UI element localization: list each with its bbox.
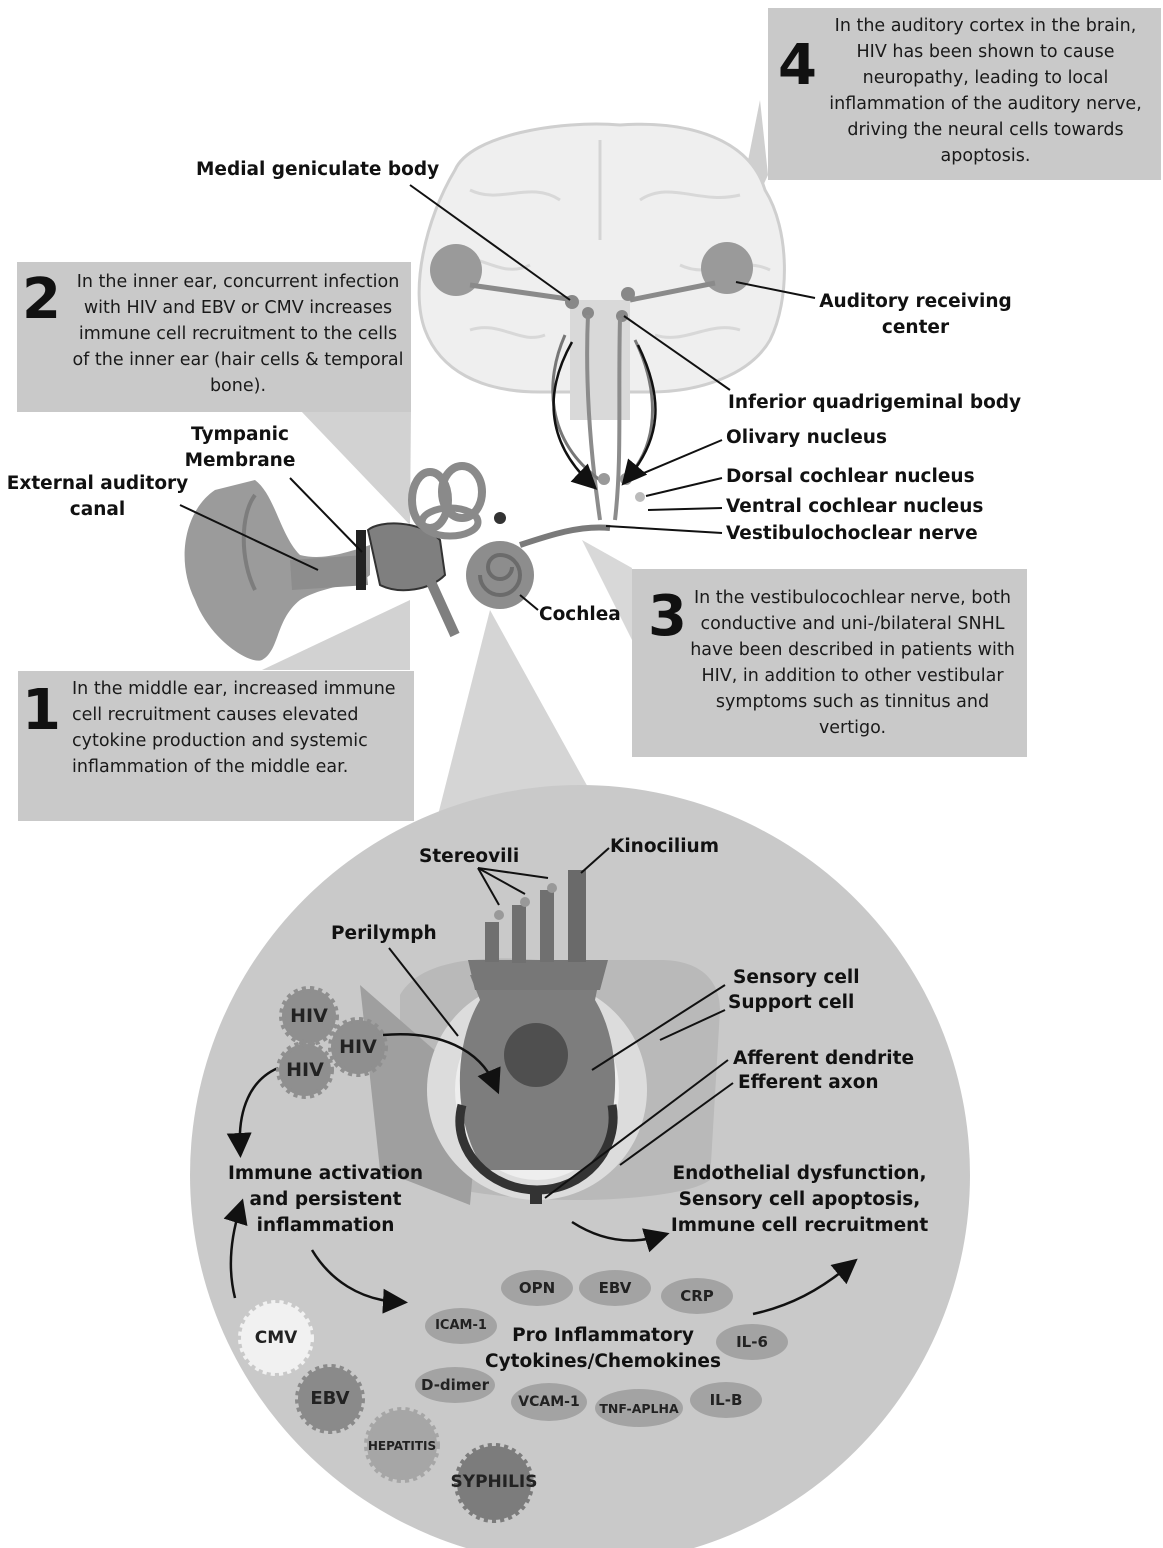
- beam-cochlea: [438, 610, 595, 815]
- marker-il-b: IL-B: [690, 1391, 762, 1409]
- virus-hiv-1: HIV: [279, 1005, 339, 1027]
- label-external-canal: External auditory canal: [5, 471, 190, 523]
- box3-number: 3: [648, 589, 687, 645]
- callout-box-2: 2 In the inner ear, concurrent infection…: [17, 262, 411, 412]
- callout-box-3: 3 In the vestibulocochlear nerve, both c…: [632, 569, 1027, 757]
- label-ventral-cochlear: Ventral cochlear nucleus: [726, 494, 983, 520]
- label-efferent-axon: Efferent axon: [738, 1070, 879, 1096]
- label-auditory-receiving-line2: center: [818, 315, 1013, 341]
- virus-cmv: CMV: [241, 1328, 311, 1348]
- box2-number: 2: [22, 272, 61, 328]
- label-kinocilium: Kinocilium: [610, 834, 719, 860]
- callout-box-1: 1 In the middle ear, increased immune ce…: [18, 671, 414, 821]
- label-immune-line3: inflammation: [218, 1213, 433, 1239]
- marker-il-6: IL-6: [716, 1333, 788, 1351]
- marker-ebv: EBV: [579, 1279, 651, 1297]
- label-support-cell: Support cell: [728, 990, 854, 1016]
- box4-number: 4: [778, 38, 817, 94]
- box3-text: In the vestibulocochlear nerve, both con…: [684, 585, 1021, 741]
- virus-hiv-2: HIV: [328, 1036, 388, 1058]
- marker-d-dimer: D-dimer: [415, 1376, 495, 1394]
- label-endo-line2: Sensory cell apoptosis,: [662, 1187, 937, 1213]
- label-immune-line2: and persistent: [218, 1187, 433, 1213]
- virus-hepatitis: HEPATITIS: [362, 1439, 442, 1453]
- label-sensory-cell: Sensory cell: [733, 965, 860, 991]
- marker-crp: CRP: [661, 1287, 733, 1305]
- label-tympanic-line2: Membrane: [180, 448, 300, 474]
- marker-opn: OPN: [501, 1279, 573, 1297]
- label-endothelial-outcomes: Endothelial dysfunction, Sensory cell ap…: [662, 1161, 937, 1239]
- label-pro-inflammatory: Pro Inflammatory Cytokines/Chemokines: [483, 1323, 723, 1375]
- label-immune-activation: Immune activation and persistent inflamm…: [218, 1161, 433, 1239]
- virus-ebv: EBV: [298, 1388, 362, 1409]
- label-endo-line1: Endothelial dysfunction,: [662, 1161, 937, 1187]
- label-endo-line3: Immune cell recruitment: [662, 1213, 937, 1239]
- label-inferior-quadrigeminal: Inferior quadrigeminal body: [728, 390, 1021, 416]
- box1-text: In the middle ear, increased immune cell…: [72, 676, 402, 780]
- marker-icam-1: ICAM-1: [425, 1318, 497, 1333]
- label-pro-line1: Pro Inflammatory: [483, 1323, 723, 1349]
- label-dorsal-cochlear: Dorsal cochlear nucleus: [726, 464, 975, 490]
- marker-vcam-1: VCAM-1: [511, 1394, 587, 1410]
- virus-syphilis: SYPHILIS: [449, 1472, 539, 1492]
- label-pro-line2: Cytokines/Chemokines: [483, 1349, 723, 1375]
- box4-text: In the auditory cortex in the brain, HIV…: [818, 13, 1153, 169]
- label-tympanic-line1: Tympanic: [180, 422, 300, 448]
- box2-text: In the inner ear, concurrent infection w…: [72, 269, 404, 399]
- label-afferent-dendrite: Afferent dendrite: [733, 1046, 914, 1072]
- label-external-canal-line2: canal: [5, 497, 190, 523]
- label-immune-line1: Immune activation: [218, 1161, 433, 1187]
- marker-tnf-alpha: TNF-APLHA: [595, 1401, 683, 1416]
- label-perilymph: Perilymph: [331, 921, 437, 947]
- label-tympanic-membrane: Tympanic Membrane: [180, 422, 300, 474]
- label-vestibulocochlear: Vestibulochoclear nerve: [726, 521, 978, 547]
- label-external-canal-line1: External auditory: [5, 471, 190, 497]
- brain-illustration: [419, 124, 784, 520]
- label-olivary-nucleus: Olivary nucleus: [726, 425, 887, 451]
- virus-hiv-3: HIV: [275, 1059, 335, 1081]
- callout-box-4: 4 In the auditory cortex in the brain, H…: [768, 8, 1161, 180]
- label-medial-geniculate: Medial geniculate body: [196, 157, 439, 183]
- label-stereovili: Stereovili: [419, 844, 519, 870]
- beam-box2: [300, 410, 411, 525]
- label-cochlea: Cochlea: [539, 602, 621, 628]
- label-auditory-receiving: Auditory receiving center: [818, 289, 1013, 341]
- box1-number: 1: [22, 683, 61, 739]
- label-auditory-receiving-line1: Auditory receiving: [818, 289, 1013, 315]
